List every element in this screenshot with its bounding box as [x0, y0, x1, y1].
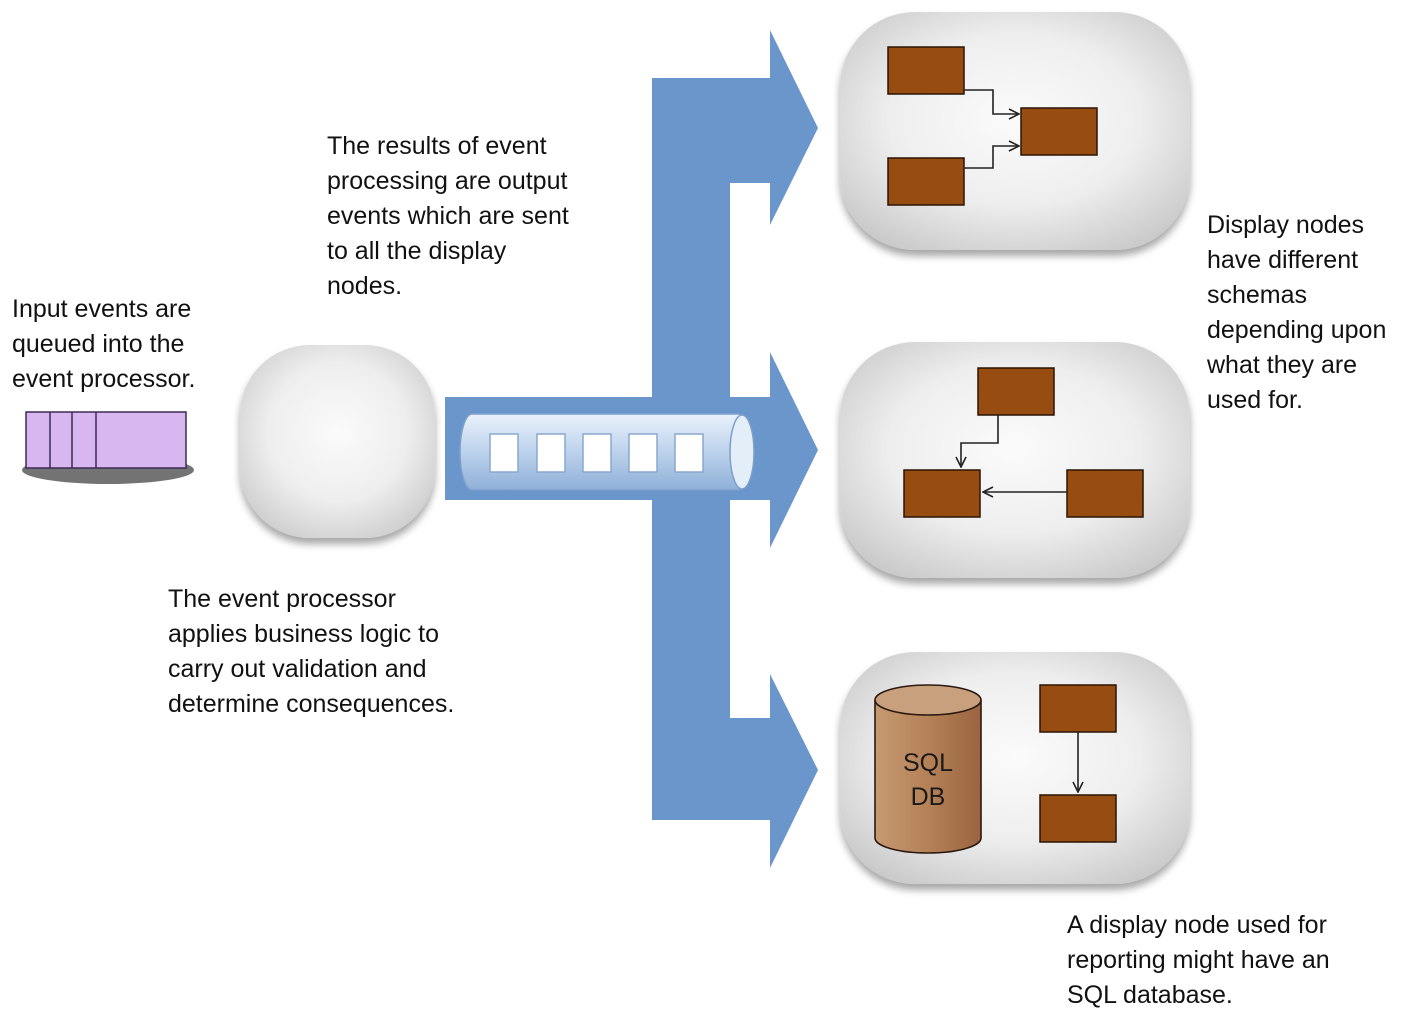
input-events-stack: [22, 411, 194, 484]
caption-line: events which are sent: [327, 202, 569, 230]
schema-box: [977, 367, 1055, 416]
caption-line: The results of event: [327, 132, 547, 160]
caption-line: reporting might have an: [1067, 946, 1330, 974]
caption-line: carry out validation and: [168, 655, 427, 683]
display-node-middle: [840, 342, 1190, 578]
flow-arrow-top: [652, 30, 818, 225]
caption-line: have different: [1207, 246, 1359, 274]
queued-event: [582, 433, 612, 473]
caption-line: A display node used for: [1067, 911, 1327, 939]
caption-line: applies business logic to: [168, 620, 439, 648]
caption-event-processor: The event processor applies business log…: [168, 582, 454, 722]
queued-event: [628, 433, 658, 473]
caption-line: Input events are: [12, 295, 192, 323]
sql-database-icon: SQL DB: [874, 684, 982, 854]
schema-box: [1039, 684, 1117, 733]
caption-line: to all the display: [327, 237, 507, 265]
queued-event: [674, 433, 704, 473]
schema-box: [1020, 107, 1098, 156]
database-label-line1: SQL: [903, 749, 953, 777]
flow-arrow-bottom: [652, 674, 818, 868]
schema-box: [1039, 794, 1117, 843]
database-label-line2: DB: [911, 783, 946, 811]
caption-reporting-node: A display node used for reporting might …: [1067, 908, 1330, 1013]
event-processor-node: [240, 345, 435, 538]
schema-link: [961, 415, 999, 467]
schema-box: [887, 46, 965, 95]
queued-event: [489, 433, 519, 473]
schema-link: [964, 89, 1019, 114]
caption-input-events: Input events are queued into the event p…: [12, 292, 195, 397]
caption-line: nodes.: [327, 272, 403, 300]
display-node-bottom: SQL DB: [840, 652, 1190, 884]
queued-event: [536, 433, 566, 473]
caption-line: what they are: [1207, 351, 1358, 379]
caption-line: used for.: [1207, 386, 1303, 414]
caption-line: queued into the: [12, 330, 185, 358]
caption-line: processing are output: [327, 167, 568, 195]
caption-display-schemas: Display nodes have different schemas dep…: [1207, 208, 1386, 418]
caption-line: schemas: [1207, 281, 1308, 309]
schema-box: [903, 469, 981, 518]
caption-output-events: The results of event processing are outp…: [327, 129, 569, 304]
caption-line: depending upon: [1207, 316, 1387, 344]
display-node-top: [840, 12, 1190, 250]
caption-line: The event processor: [168, 585, 396, 613]
caption-line: determine consequences.: [168, 690, 455, 718]
input-event-card: [25, 411, 187, 469]
caption-line: Display nodes: [1207, 211, 1365, 239]
schema-link: [964, 146, 1019, 169]
caption-line: event processor.: [12, 365, 196, 393]
schema-box: [1066, 469, 1144, 518]
flow-arrows: [445, 30, 818, 868]
schema-box: [887, 157, 965, 206]
caption-line: SQL database.: [1067, 981, 1233, 1009]
event-queue-pipe: [459, 413, 755, 491]
